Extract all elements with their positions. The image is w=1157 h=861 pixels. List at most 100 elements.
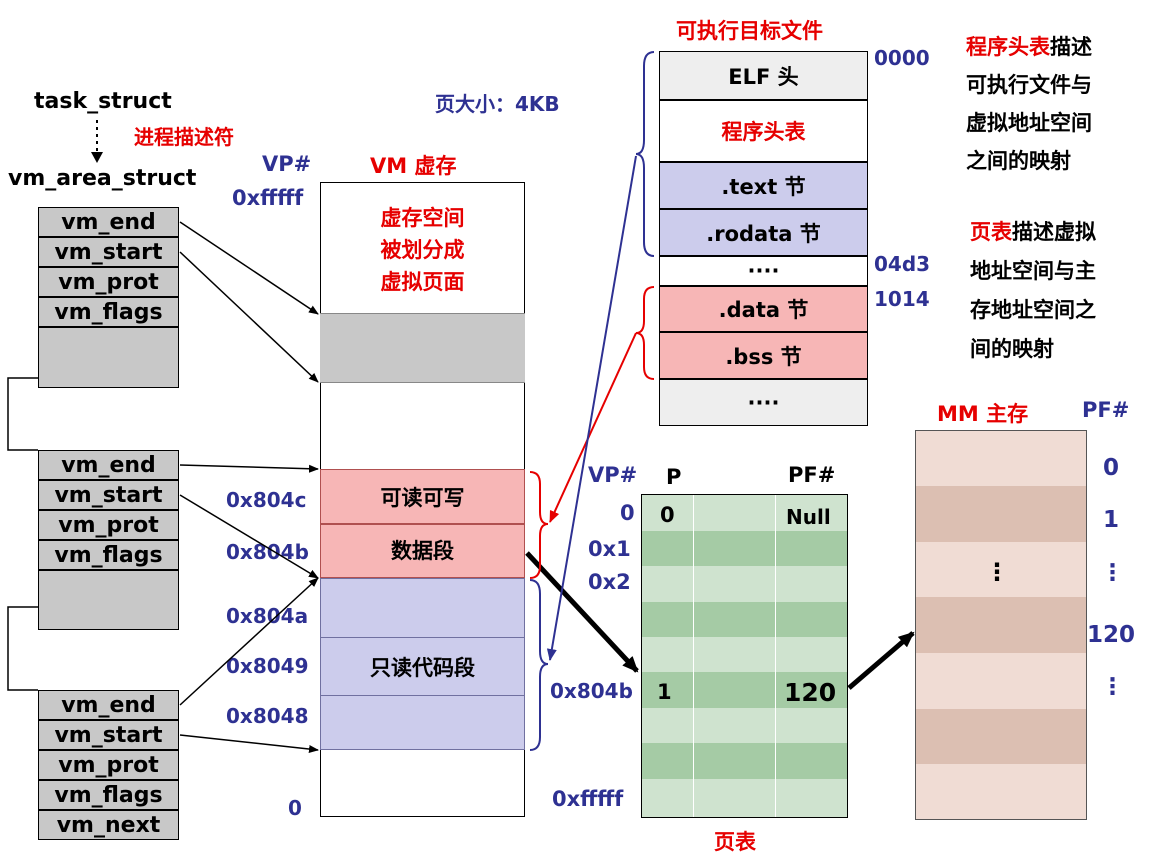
elf-ellipsis-section: ···· bbox=[659, 379, 868, 426]
elf-offset-04d3: 04d3 bbox=[874, 252, 931, 276]
pt-col-divider bbox=[693, 495, 694, 817]
pt-row bbox=[642, 708, 847, 743]
vm-data-segment: 数据段 bbox=[320, 524, 525, 578]
vm-address-8048: 0x8048 bbox=[226, 704, 309, 728]
pagetable-to-mm-arrow bbox=[847, 631, 915, 690]
page-table bbox=[641, 494, 848, 818]
page-table-note-text: 地址空间与主 bbox=[970, 259, 1096, 283]
vm-flags-field: vm_flags bbox=[38, 297, 179, 327]
vm-end-field: vm_end bbox=[38, 207, 179, 237]
vm-code-divider bbox=[320, 637, 525, 638]
vm-end-field: vm_end bbox=[38, 690, 179, 720]
pt-row bbox=[642, 637, 847, 672]
mm-title: MM 主存 bbox=[937, 402, 1029, 426]
vm-end-field: vm_end bbox=[38, 450, 179, 480]
pt-row0-pf: Null bbox=[786, 505, 831, 529]
vp-header: VP# bbox=[262, 152, 312, 176]
vm-area-1-start-arrow bbox=[179, 251, 319, 383]
vm-prot-field: vm_prot bbox=[38, 510, 179, 540]
vm-to-pagetable-arrow bbox=[525, 551, 639, 673]
vm-code-brace bbox=[529, 579, 549, 751]
vm-rw-segment: 可读可写 bbox=[320, 469, 525, 524]
page-table-note-text: 间的映射 bbox=[970, 337, 1054, 361]
vm-flags-field: vm_flags bbox=[38, 780, 179, 810]
pt-col-divider bbox=[775, 495, 776, 817]
elf-offset-1014: 1014 bbox=[874, 287, 930, 311]
pt-row bbox=[642, 566, 847, 602]
pt-pf-header: PF# bbox=[788, 463, 836, 487]
vm-unused-region bbox=[320, 313, 525, 383]
vm-split-note-line: 虚存空间 bbox=[380, 206, 465, 230]
vm-prot-field: vm_prot bbox=[38, 267, 179, 297]
elf-code-to-vm-arrow bbox=[546, 155, 637, 661]
elf-header-section: ELF 头 bbox=[659, 51, 868, 100]
program-header-note-text: 描述 bbox=[1050, 35, 1092, 59]
vm-code-region bbox=[320, 578, 525, 750]
pt-p-header: P bbox=[666, 465, 682, 489]
vm-area-rest bbox=[38, 570, 179, 630]
pt-row0-p: 0 bbox=[660, 503, 675, 527]
page-table-caption: 页表 bbox=[714, 830, 756, 854]
mm-frame bbox=[916, 431, 1086, 487]
vm-area-rest bbox=[38, 327, 179, 388]
vm-area-3-start-arrow bbox=[179, 734, 319, 754]
rodata-section: .rodata 节 bbox=[659, 209, 868, 256]
vm-area-2-start-arrow bbox=[179, 494, 319, 579]
page-table-note: 页表描述虚拟 地址空间与主 存地址空间之 间的映射 bbox=[970, 213, 1096, 369]
page-table-note-text: 描述虚拟 bbox=[1012, 220, 1096, 244]
program-header-note: 程序头表描述 可执行文件与 虚拟地址空间 之间的映射 bbox=[966, 28, 1092, 180]
mm-pf-0: 0 bbox=[1103, 455, 1120, 481]
mm-pf-1: 1 bbox=[1103, 507, 1120, 533]
vm-next-link-2 bbox=[7, 606, 38, 691]
pt-row-804b-pf: 120 bbox=[784, 678, 837, 707]
program-header-note-highlight: 程序头表 bbox=[966, 35, 1050, 59]
vm-data-brace bbox=[529, 471, 549, 579]
process-descriptor-note: 进程描述符 bbox=[134, 125, 234, 149]
pt-vp-header: VP# bbox=[588, 463, 638, 487]
vm-next-field: vm_next bbox=[38, 810, 179, 840]
mm-pf-ellipsis: ⋮ bbox=[1101, 674, 1124, 700]
mm-pf-ellipsis: ⋮ bbox=[1101, 560, 1124, 586]
pt-row-804b-p: 1 bbox=[657, 680, 672, 704]
vm-area-3-end-arrow bbox=[179, 577, 319, 706]
vm-split-note-line: 被划分成 bbox=[380, 238, 465, 262]
pt-row bbox=[642, 672, 847, 708]
vm-next-link-1 bbox=[7, 377, 38, 451]
vm-start-field: vm_start bbox=[38, 720, 179, 750]
pt-row bbox=[642, 602, 847, 637]
vm-area-2-end-arrow bbox=[179, 464, 319, 473]
vm-split-note: 虚存空间 被划分成 虚拟页面 bbox=[320, 202, 525, 298]
pt-row bbox=[642, 531, 847, 566]
vm-start-field: vm_start bbox=[38, 237, 179, 267]
program-header-table-section: 程序头表 bbox=[659, 100, 868, 162]
mm-frame bbox=[916, 764, 1086, 819]
pt-vp-0: 0 bbox=[620, 501, 635, 525]
vm-readonly-code-segment: 只读代码段 bbox=[370, 656, 475, 680]
pt-row bbox=[642, 779, 847, 817]
vm-area-1-end-arrow bbox=[179, 221, 319, 315]
mm-pf-120: 120 bbox=[1087, 622, 1136, 648]
vm-start-field: vm_start bbox=[38, 480, 179, 510]
vm-address-804c: 0x804c bbox=[226, 488, 307, 512]
elf-title: 可执行目标文件 bbox=[676, 19, 823, 43]
mm-pf-header: PF# bbox=[1082, 398, 1130, 422]
main-memory bbox=[915, 430, 1087, 820]
pt-row bbox=[642, 743, 847, 779]
pt-row bbox=[642, 495, 847, 531]
vm-title: VM 虚存 bbox=[370, 154, 457, 178]
vm-address-8049: 0x8049 bbox=[226, 654, 309, 678]
elf-code-brace bbox=[635, 51, 655, 257]
program-header-note-text: 虚拟地址空间 bbox=[966, 111, 1092, 135]
mm-vertical-ellipsis: ⋮ bbox=[985, 558, 1009, 586]
program-header-note-text: 之间的映射 bbox=[966, 149, 1071, 173]
elf-offset-0000: 0000 bbox=[874, 46, 930, 70]
pt-vp-0x2: 0x2 bbox=[588, 570, 631, 594]
vm-prot-field: vm_prot bbox=[38, 750, 179, 780]
elf-data-to-vm-arrow bbox=[549, 332, 637, 523]
mm-frame bbox=[916, 709, 1086, 765]
elf-data-brace bbox=[635, 286, 655, 380]
task-struct-label: task_struct bbox=[34, 89, 172, 114]
vm-area-struct-label: vm_area_struct bbox=[8, 166, 197, 191]
page-table-note-highlight: 页表 bbox=[970, 220, 1012, 244]
